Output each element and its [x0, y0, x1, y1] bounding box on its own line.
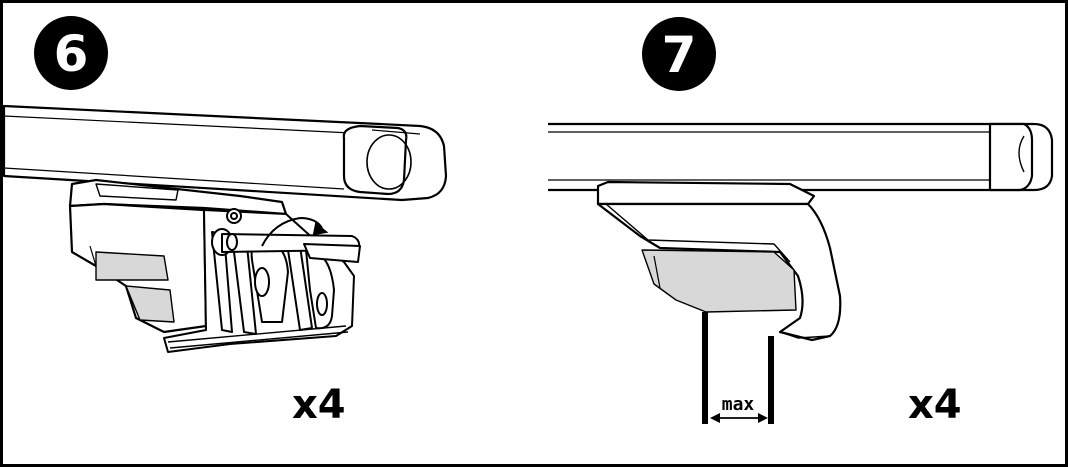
step-7-panel: 7 max x4: [548, 17, 1054, 428]
step-7-foot: [596, 180, 842, 342]
step-6-panel: 6: [2, 16, 448, 428]
step-6-rotation-arrow: [261, 216, 329, 247]
step-6-foot: [68, 178, 288, 334]
step-6-lever: [211, 228, 361, 263]
step-7-roof-bar: [548, 122, 1054, 192]
step-7-badge: 7: [642, 17, 716, 91]
step-7-number: 7: [662, 26, 697, 84]
step-6-roof-bar: [2, 104, 448, 202]
step-6-quantity: x4: [292, 382, 346, 428]
step-6-number: 6: [54, 25, 89, 83]
step-7-gap-label: max: [722, 394, 755, 415]
step-7-quantity: x4: [908, 382, 962, 428]
step-7-gap-indicator: max: [702, 312, 774, 424]
step-6-badge: 6: [34, 16, 108, 90]
